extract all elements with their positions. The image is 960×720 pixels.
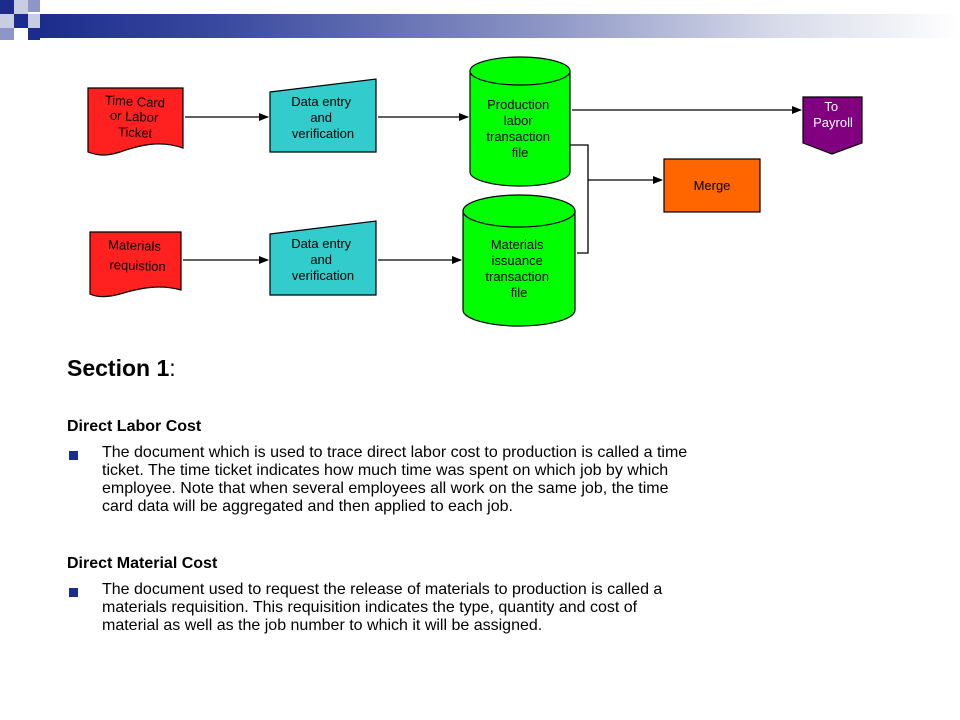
direct-material-paragraph: The document used to request the release… bbox=[102, 581, 902, 635]
materials-requisition-label: Materials requistion bbox=[107, 237, 167, 274]
header-square-dark-2 bbox=[14, 14, 28, 28]
direct-material-heading: Direct Material Cost bbox=[67, 555, 218, 572]
direct-material-line: materials requisition. This requisition … bbox=[102, 599, 638, 616]
connector-production-to-merge bbox=[570, 144, 589, 254]
direct-labor-paragraph: The document which is used to trace dire… bbox=[102, 444, 902, 516]
direct-labor-line: The document which is used to trace dire… bbox=[102, 444, 688, 461]
production-labor-label: Production labor transaction file bbox=[486, 97, 553, 160]
header-square-mid-2 bbox=[28, 14, 40, 28]
data-entry-2-label: Data entry and verification bbox=[291, 236, 355, 283]
materials-requisition-document: Materials requistion bbox=[89, 231, 182, 298]
header-square-dark-3 bbox=[28, 28, 40, 40]
direct-material-line: The document used to request the release… bbox=[102, 581, 663, 598]
header-square-light bbox=[14, 0, 28, 14]
direct-material-line: material as well as the job number to wh… bbox=[102, 617, 543, 634]
flowchart-diagram: Time Card or Labor Ticket Data entry and… bbox=[87, 56, 863, 327]
header-gradient-band bbox=[40, 14, 960, 38]
section-title-colon: : bbox=[169, 355, 176, 381]
to-payroll-label: To Payroll bbox=[813, 99, 853, 130]
time-card-label: Time Card or Labor Ticket bbox=[103, 92, 169, 141]
materials-issuance-file-cylinder: Materials issuance transaction file bbox=[462, 194, 576, 327]
to-payroll-connector: To Payroll bbox=[802, 96, 863, 155]
header-square-mid bbox=[28, 0, 40, 12]
data-entry-verification-1: Data entry and verification bbox=[269, 78, 377, 153]
header-square-light-2 bbox=[0, 14, 14, 28]
time-card-document: Time Card or Labor Ticket bbox=[87, 87, 184, 156]
direct-labor-heading: Direct Labor Cost bbox=[67, 418, 202, 435]
data-entry-verification-2: Data entry and verification bbox=[269, 220, 377, 296]
bullet-square-icon bbox=[69, 451, 78, 460]
bullet-square-icon bbox=[69, 588, 78, 597]
merge-process: Merge bbox=[663, 158, 761, 213]
direct-labor-line: card data will be aggregated and then ap… bbox=[102, 498, 513, 515]
data-entry-1-label: Data entry and verification bbox=[291, 94, 355, 141]
section-title-text: Section 1 bbox=[67, 355, 170, 381]
section-title: Section 1: bbox=[67, 355, 176, 382]
merge-label: Merge bbox=[694, 178, 731, 193]
direct-labor-line: ticket. The time ticket indicates how mu… bbox=[102, 462, 669, 479]
direct-labor-line: employee. Note that when several employe… bbox=[102, 480, 669, 497]
materials-issuance-label: Materials issuance transaction file bbox=[485, 237, 552, 300]
header-square-dark bbox=[0, 0, 14, 14]
header-square-light-3 bbox=[0, 28, 14, 40]
production-labor-file-cylinder: Production labor transaction file bbox=[469, 56, 571, 187]
